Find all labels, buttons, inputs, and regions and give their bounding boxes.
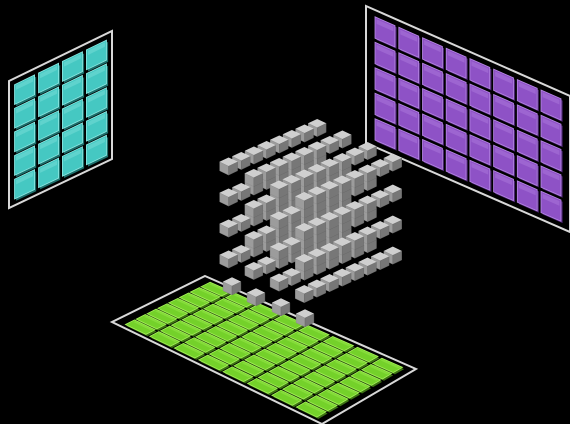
matrix-multiply-diagram	[0, 0, 570, 424]
